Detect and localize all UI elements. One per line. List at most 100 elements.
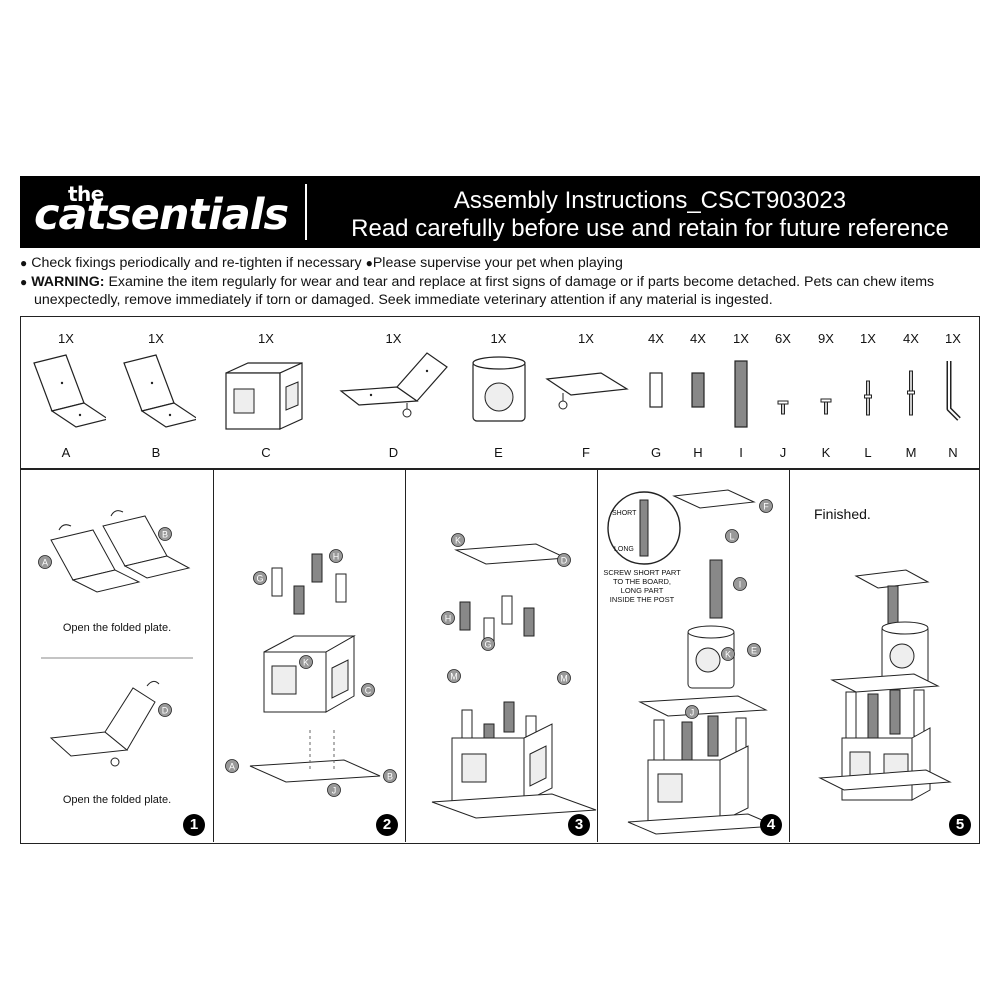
safety-notes: ● Check fixings periodically and re-tigh… bbox=[20, 254, 980, 310]
callout-short: SHORT bbox=[612, 510, 637, 517]
step-3-panel: K D H G M M 3 bbox=[405, 470, 598, 842]
step-4-illustration bbox=[607, 489, 777, 835]
part-g: 4X G bbox=[636, 317, 676, 467]
callout-note-line: TO THE BOARD, bbox=[612, 577, 672, 586]
svg-text:M: M bbox=[560, 674, 568, 684]
short-post-icon bbox=[649, 372, 663, 408]
logo-catsentials: catsentials bbox=[34, 190, 289, 240]
part-l: 1X L bbox=[848, 317, 888, 467]
part-qty: 1X bbox=[490, 331, 507, 346]
part-qty: 4X bbox=[690, 331, 706, 346]
warning-text-2: unexpectedly, remove immediately if torn… bbox=[34, 292, 773, 308]
label-h-icon: H bbox=[329, 549, 343, 563]
label-k-icon: K bbox=[451, 533, 465, 547]
part-label: K bbox=[821, 445, 831, 460]
step-1-caption-top: Open the folded plate. bbox=[62, 622, 172, 634]
part-qty: 1X bbox=[733, 331, 749, 346]
step-5-illustration bbox=[818, 569, 952, 801]
part-label: G bbox=[650, 445, 662, 460]
step-2-number: 2 bbox=[376, 814, 398, 836]
part-label: D bbox=[388, 445, 399, 460]
part-qty: 6X bbox=[775, 331, 791, 346]
part-qty: 4X bbox=[648, 331, 664, 346]
svg-text:D: D bbox=[561, 556, 568, 566]
svg-text:L: L bbox=[729, 532, 734, 542]
svg-text:A: A bbox=[229, 762, 235, 772]
step-4-panel: SHORT LONG SCREW SHORT PART TO THE BOARD… bbox=[597, 470, 790, 842]
part-label: L bbox=[864, 445, 872, 460]
allen-key-icon bbox=[946, 361, 961, 421]
part-label: J bbox=[779, 445, 787, 460]
step-1-caption-bottom: Open the folded plate. bbox=[62, 794, 172, 806]
step-1-illustration bbox=[41, 510, 193, 767]
label-a-icon: A bbox=[38, 555, 52, 569]
assembly-steps: A B D Open the folded plate. Open the fo… bbox=[20, 469, 980, 844]
callout-note: SCREW SHORT PART TO THE BOARD, LONG PART… bbox=[598, 568, 686, 604]
svg-text:B: B bbox=[387, 772, 393, 782]
svg-text:K: K bbox=[455, 536, 461, 546]
top-platform-icon bbox=[545, 372, 629, 410]
svg-text:I: I bbox=[739, 580, 742, 590]
part-d: 1X D bbox=[331, 317, 456, 467]
label-g-icon: G bbox=[481, 637, 495, 651]
label-d-icon: D bbox=[557, 553, 571, 567]
label-j-icon: J bbox=[685, 705, 699, 719]
part-label: M bbox=[905, 445, 917, 460]
label-k-icon: K bbox=[721, 647, 735, 661]
svg-text:H: H bbox=[333, 552, 340, 562]
part-qty: 1X bbox=[58, 331, 74, 346]
step-1-panel: A B D Open the folded plate. Open the fo… bbox=[21, 470, 213, 842]
round-condo-icon bbox=[472, 356, 526, 422]
step-5-number: 5 bbox=[949, 814, 971, 836]
step-5-panel: Finished. 5 bbox=[789, 470, 979, 842]
svg-text:C: C bbox=[365, 686, 372, 696]
part-j: 6X J bbox=[763, 317, 803, 467]
callout-note-line: LONG PART bbox=[620, 586, 664, 595]
part-label: H bbox=[693, 445, 703, 460]
part-qty: 9X bbox=[818, 331, 834, 346]
note-supervise: Please supervise your pet when playing bbox=[372, 255, 623, 271]
label-d-icon: D bbox=[158, 703, 172, 717]
part-qty: 1X bbox=[385, 331, 402, 346]
part-label: E bbox=[494, 445, 503, 460]
step-4-number: 4 bbox=[760, 814, 782, 836]
part-qty: 1X bbox=[258, 331, 274, 346]
part-m: 4X M bbox=[891, 317, 931, 467]
logo-the: the bbox=[68, 182, 104, 206]
step-3-illustration bbox=[431, 543, 597, 819]
step-1-number: 1 bbox=[183, 814, 205, 836]
svg-text:H: H bbox=[445, 614, 452, 624]
label-h-icon: H bbox=[441, 611, 455, 625]
svg-text:J: J bbox=[332, 786, 337, 796]
svg-text:G: G bbox=[484, 640, 491, 650]
callout-note-line: INSIDE THE POST bbox=[609, 595, 675, 604]
part-label: B bbox=[151, 445, 161, 460]
step-2-illustration bbox=[249, 553, 381, 783]
part-k: 9X K bbox=[806, 317, 846, 467]
step-5-caption: Finished. bbox=[814, 506, 871, 522]
screw-icon bbox=[777, 400, 789, 415]
cube-house-icon bbox=[225, 362, 303, 430]
part-qty: 1X bbox=[148, 331, 164, 346]
label-f-icon: F bbox=[759, 499, 773, 513]
callout-long: LONG bbox=[614, 546, 634, 553]
step-3-number: 3 bbox=[568, 814, 590, 836]
label-c-icon: C bbox=[361, 683, 375, 697]
parts-list: 1X A 1X B 1X C 1X bbox=[20, 316, 980, 469]
sisal-post-icon bbox=[691, 372, 705, 408]
part-label: F bbox=[582, 445, 590, 460]
label-g-icon: G bbox=[253, 571, 267, 585]
step-2-panel: G H K C A B J 2 bbox=[213, 470, 406, 842]
bullet-icon: ● bbox=[20, 274, 28, 289]
svg-text:E: E bbox=[751, 646, 757, 656]
part-label: A bbox=[61, 445, 71, 460]
bullet-icon: ● bbox=[20, 256, 28, 270]
part-i: 1X I bbox=[721, 317, 761, 467]
label-m-icon: M bbox=[557, 671, 571, 685]
part-label: C bbox=[261, 445, 271, 460]
label-e-icon: E bbox=[747, 643, 761, 657]
bolt-icon bbox=[864, 380, 872, 416]
part-qty: 1X bbox=[860, 331, 876, 346]
part-c: 1X C bbox=[216, 317, 316, 467]
header-divider bbox=[305, 184, 307, 240]
